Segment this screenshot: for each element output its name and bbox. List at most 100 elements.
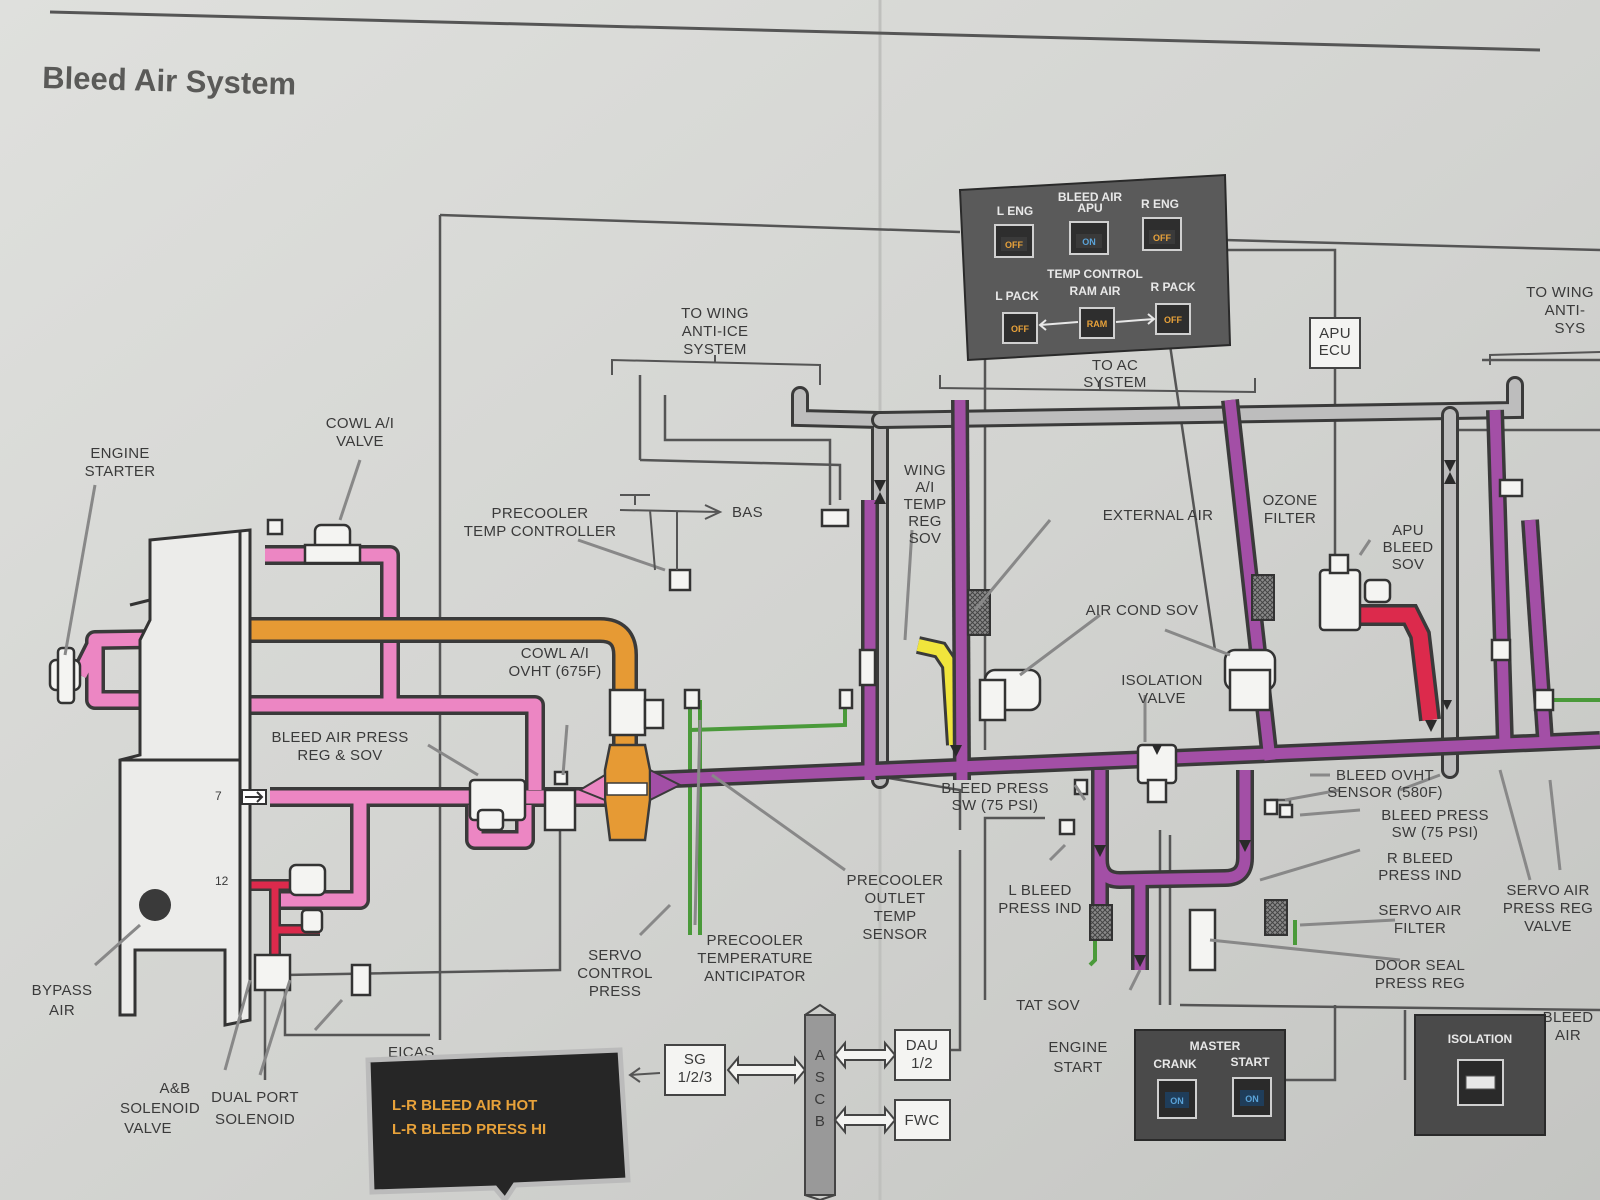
system-brackets (611, 351, 1600, 394)
cowl-ai-ovht-sensor (543, 770, 577, 832)
r-eng-bleed-button[interactable]: OFF (1142, 217, 1182, 251)
label-ab-solenoid-1: A&B (160, 1080, 191, 1097)
panel-r-pack-label: R PACK (1150, 280, 1195, 294)
fan-air-valve (608, 688, 665, 737)
label-precooler-outlet-3: TEMP (874, 908, 917, 925)
label-bleed-air-press-reg-2: REG & SOV (297, 747, 382, 764)
crank-button-text: ON (1170, 1096, 1184, 1106)
eicas-message-1: L-R BLEED AIR HOT (392, 1097, 537, 1114)
air-cond-sov-left (978, 668, 1042, 722)
label-ab-solenoid-2: SOLENOID (120, 1100, 200, 1117)
start-button-text: ON (1245, 1094, 1259, 1104)
label-to-wing-left-1: TO WING (681, 305, 749, 322)
filters (967, 574, 1288, 941)
label-l-bleed-press-ind-1: L BLEED (1008, 882, 1071, 899)
label-dual-port-2: SOLENOID (215, 1111, 295, 1128)
label-precooler-anticipator-1: PRECOOLER (707, 932, 804, 949)
master-start-panel: MASTER CRANK START ON ON (1134, 1029, 1286, 1141)
isolation-button[interactable] (1457, 1059, 1504, 1106)
panel-apu-label: APU (1077, 201, 1102, 215)
label-bypass-air-2: AIR (49, 1002, 75, 1019)
label-precooler-outlet-4: SENSOR (862, 926, 927, 943)
l-pack-button-text: OFF (1011, 324, 1029, 334)
label-bleed-press-sw-right-1: BLEED PRESS (1381, 807, 1489, 824)
fwc-box (894, 1099, 951, 1141)
cowl-ai-valve (266, 518, 362, 565)
ram-air-button-text: RAM (1087, 319, 1108, 329)
label-to-ac-2: SYSTEM (1083, 374, 1146, 391)
wing-ai-sov-sensors (838, 648, 877, 710)
label-precooler-anticipator-3: ANTICIPATOR (704, 968, 806, 985)
label-wing-ai-2: A/I (915, 479, 934, 496)
label-bleed-ovht-1: BLEED OVHT (1336, 767, 1434, 784)
label-dau-1: DAU (906, 1037, 939, 1054)
label-precooler-temp-controller-1: PRECOOLER (492, 505, 589, 522)
panel-l-eng-label: L ENG (997, 204, 1033, 218)
apu-bleed-sov-head (1363, 578, 1392, 604)
master-header: MASTER (1190, 1039, 1241, 1053)
label-precooler-anticipator-2: TEMPERATURE (697, 950, 813, 967)
label-to-wing-right-1: TO WING (1526, 284, 1594, 301)
bypass-outlet (139, 889, 171, 921)
wing-anti-ice-yellow-duct (916, 636, 964, 746)
label-bas: BAS (732, 504, 763, 521)
page-title: Bleed Air System (42, 60, 297, 102)
eicas-display: EICAS L-R BLEED AIR HOT L-R BLEED PRESS … (365, 1044, 631, 1200)
apu-bleed-button-text: ON (1082, 237, 1096, 247)
label-bleed-air-right-2: AIR (1555, 1027, 1581, 1044)
label-engine-start-2: START (1053, 1059, 1102, 1076)
sg-box (664, 1044, 726, 1096)
r-servo-air-filter (1264, 899, 1288, 936)
start-button[interactable]: ON (1232, 1077, 1272, 1117)
precooler-temperature-anticipator-box (683, 688, 701, 710)
label-dual-port-1: DUAL PORT (211, 1089, 299, 1106)
label-sg-1: SG (684, 1051, 706, 1068)
bleed-air-press-reg-sov (468, 778, 527, 832)
panel-bleed-air-header: BLEED AIR (1058, 190, 1123, 204)
l-pack-button[interactable]: OFF (1002, 312, 1038, 344)
label-wing-ai-3: TEMP (904, 496, 947, 513)
label-cowl-ai-ovht-2: OVHT (675F) (508, 663, 601, 680)
label-engine-start-1: ENGINE (1048, 1039, 1107, 1056)
apu-bleed-button[interactable]: ON (1069, 221, 1109, 255)
crank-button[interactable]: ON (1157, 1079, 1197, 1119)
ram-air-button[interactable]: RAM (1079, 307, 1115, 339)
label-ozone-filter-2: FILTER (1264, 510, 1316, 527)
gray-ducts (791, 376, 1524, 789)
label-dau-2: 1/2 (911, 1055, 933, 1072)
label-engine-starter-2: STARTER (85, 463, 156, 480)
stage-12-label: 12 (215, 874, 229, 888)
precooler (577, 743, 683, 842)
label-apu-bleed-sov-1: APU (1392, 522, 1424, 539)
panel-r-eng-label: R ENG (1141, 197, 1179, 211)
label-bleed-air-right-1: BLEED (1543, 1009, 1594, 1026)
valves (48, 478, 1555, 997)
label-apu-ecu-1: APU (1319, 325, 1351, 342)
label-tat-sov: TAT SOV (1016, 997, 1080, 1014)
precooler-temp-controller-box (668, 568, 692, 592)
ozone-filter-element (1251, 574, 1275, 621)
l-eng-bleed-button[interactable]: OFF (994, 224, 1034, 258)
label-precooler-temp-controller-2: TEMP CONTROLLER (464, 523, 617, 540)
r-pack-button[interactable]: OFF (1155, 303, 1191, 335)
